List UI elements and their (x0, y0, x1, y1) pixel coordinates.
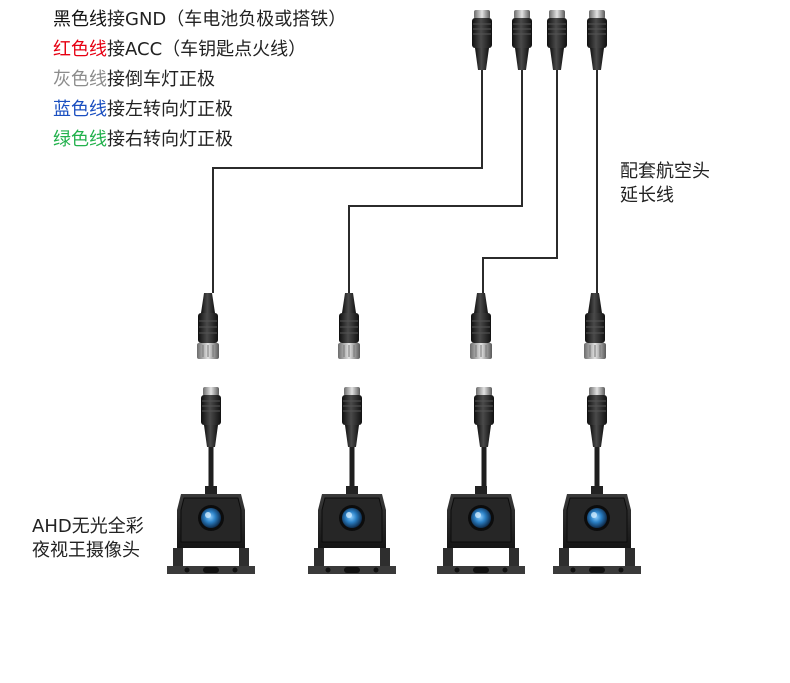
legend-black: 黑色线接GND（车电池负极或搭铁） (53, 5, 346, 35)
legend-desc: 接右转向灯正极 (107, 129, 233, 150)
legend-red: 红色线接ACC（车钥匙点火线） (53, 35, 346, 65)
camera-label-line1: AHD无光全彩 (32, 516, 144, 537)
extension-cable-2 (348, 70, 523, 293)
legend-green: 绿色线接右转向灯正极 (53, 125, 346, 155)
camera-icon (552, 485, 642, 575)
aviation-connector-icon (511, 9, 533, 71)
extension-cable-3 (482, 70, 558, 293)
aviation-connector-icon (341, 386, 363, 448)
extension-cable-label: 配套航空头 延长线 (620, 160, 710, 208)
camera-icon (436, 485, 526, 575)
legend-color-word: 黑色线 (53, 9, 107, 30)
legend-desc: 接ACC（车钥匙点火线） (107, 39, 307, 60)
aviation-connector-icon (200, 386, 222, 448)
legend-desc: 接左转向灯正极 (107, 99, 233, 120)
legend-color-word: 红色线 (53, 39, 107, 60)
legend-gray: 灰色线接倒车灯正极 (53, 65, 346, 95)
camera-icon (166, 485, 256, 575)
aviation-connector-icon (469, 292, 493, 360)
legend-color-word: 绿色线 (53, 129, 107, 150)
legend-desc: 接倒车灯正极 (107, 69, 215, 90)
aviation-connector-icon (196, 292, 220, 360)
camera-icon (307, 485, 397, 575)
extension-label-line1: 配套航空头 (620, 161, 710, 182)
camera-label-line2: 夜视王摄像头 (32, 540, 140, 561)
camera-label: AHD无光全彩 夜视王摄像头 (32, 515, 144, 563)
legend-blue: 蓝色线接左转向灯正极 (53, 95, 346, 125)
legend-desc: 接GND（车电池负极或搭铁） (107, 9, 347, 30)
camera-pigtails (208, 447, 600, 490)
aviation-connector-icon (471, 9, 493, 71)
extension-cable-1 (212, 70, 483, 293)
legend-color-word: 灰色线 (53, 69, 107, 90)
wire-color-legend: 黑色线接GND（车电池负极或搭铁） 红色线接ACC（车钥匙点火线） 灰色线接倒车… (53, 5, 346, 155)
aviation-connector-icon (473, 386, 495, 448)
legend-color-word: 蓝色线 (53, 99, 107, 120)
aviation-connector-icon (546, 9, 568, 71)
aviation-connector-icon (583, 292, 607, 360)
aviation-connector-icon (337, 292, 361, 360)
aviation-connector-icon (586, 9, 608, 71)
extension-label-line2: 延长线 (620, 185, 674, 206)
aviation-connector-icon (586, 386, 608, 448)
